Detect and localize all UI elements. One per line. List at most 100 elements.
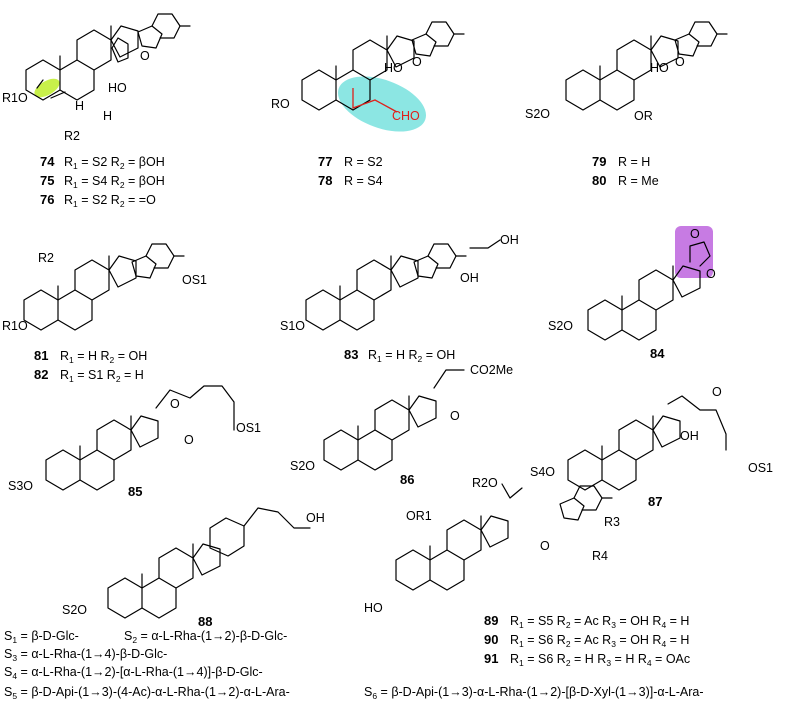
svg-text:S6 = β-D-Api-(1→3)-α-L-Rha-(1→: S6 = β-D-Api-(1→3)-α-L-Rha-(1→2)-[β-D-Xy… [364,685,704,701]
compound-number: 88 [198,614,212,629]
label-o: O [706,267,716,281]
svg-text:R1 = H R2 = OH: R1 = H R2 = OH [368,348,455,364]
compound-number: 76 [40,192,54,207]
compound-number: 89 [484,613,498,628]
svg-text:R1 = S4 R2 = βOH: R1 = S4 R2 = βOH [64,174,165,190]
label-os1: OS1 [182,273,207,287]
label-os1: OS1 [236,421,261,435]
label-r4: R4 [592,549,608,563]
svg-text:S1 = β-D-Glc-: S1 = β-D-Glc- [4,629,79,645]
label-r1o: R1O [2,91,28,105]
r1-value: S6 [538,652,553,666]
compound-number: 81 [34,348,48,363]
label-o: O [712,385,722,399]
sugar-s1: β-D-Glc- [31,629,78,643]
r2-value: βOH [139,155,165,169]
legend-83: 83 R1 = H R2 = OH [344,347,455,364]
svg-text:R = S4: R = S4 [344,174,383,188]
structure-77: RO CHO HO O [271,21,465,132]
r3-value: OH [630,633,649,647]
structure-87: S4O O OH OS1 87 [530,385,773,509]
label-ro: RO [271,97,290,111]
sugar-s3: α-L-Rha-(1→4)-β-D-Glc- [31,647,167,661]
label-oh: OH [460,271,479,285]
label-o: O [170,397,180,411]
svg-text:R = H: R = H [618,155,650,169]
svg-text:S3 = α-L-Rha-(1→4)-β-D-Glc-: S3 = α-L-Rha-(1→4)-β-D-Glc- [4,647,167,663]
label-os1: OS1 [748,461,773,475]
label-s1o: S1O [280,319,305,333]
label-r2o: R2O [472,476,498,490]
structure-84: S2O O O 84 [548,226,716,361]
r1-value: S4 [92,174,107,188]
r2-value: H [585,652,594,666]
r2-value: Ac [584,633,599,647]
label-oh: OH [500,233,519,247]
label-ho: HO [384,61,403,75]
compound-number: 83 [344,347,358,362]
label-oh: OH [306,511,325,525]
sugar-s2: α-L-Rha-(1→2)-β-D-Glc- [151,629,287,643]
highlight-lactone [675,226,713,278]
label-ho: HO [364,601,383,615]
svg-text:R = S2: R = S2 [344,155,383,169]
compound-number: 82 [34,367,48,382]
compound-number: 87 [648,494,662,509]
r1-value: H [88,349,97,363]
label-r2: R2 [38,251,54,265]
r4-value: OAc [666,652,690,666]
svg-text:R1 = S2 R2 = βOH: R1 = S2 R2 = βOH [64,155,165,171]
structure-83: S1O OH OH [280,233,519,333]
r1-value: S2 [92,155,107,169]
sugar-s6: β-D-Api-(1→3)-α-L-Rha-(1→2)-[β-D-Xyl-(1→… [391,685,703,699]
svg-text:R = Me: R = Me [618,174,659,188]
label-o: O [450,409,460,423]
svg-text:S5 = β-D-Api-(1→3)-(4-Ac)-α-L-: S5 = β-D-Api-(1→3)-(4-Ac)-α-L-Rha-(1→2)-… [4,685,290,701]
legend-74-76: 74 R1 = S2 R2 = βOH 75 R1 = S4 R2 = βOH … [40,154,165,209]
structure-89: R2O OR1 HO O R3 R4 [364,476,620,615]
svg-text:R1 = S2 R2 = =O: R1 = S2 R2 = =O [64,193,156,209]
label-r3: R3 [604,515,620,529]
label-ho: HO [650,61,669,75]
compound-number: 85 [128,484,142,499]
label-s2o: S2O [290,459,315,473]
label-o: O [540,539,550,553]
r1-value: S5 [538,614,553,628]
label-o: O [140,49,150,63]
structure-88: S2O OH 88 [62,507,325,629]
label-co2me: CO2Me [470,363,513,377]
legend-81-82: 81 R1 = H R2 = OH 82 R1 = S1 R2 = H [34,348,147,384]
label-o: O [184,433,194,447]
label-s3o: S3O [8,479,33,493]
r1-value: S1 [88,368,103,382]
r2-value: H [135,368,144,382]
label-r2: R2 [64,129,80,143]
r-value: S4 [367,174,382,188]
compound-number: 86 [400,472,414,487]
structure-85: S3O O O OS1 85 [8,385,261,499]
label-s2o: S2O [62,603,87,617]
r1-value: S6 [538,633,553,647]
structure-79: S2O OR HO O [525,21,728,123]
label-r1o: R1O [2,319,28,333]
compound-number: 90 [484,632,498,647]
compound-number: 78 [318,173,332,188]
r2-value: βOH [139,174,165,188]
label-s4o: S4O [530,465,555,479]
r-value: S2 [367,155,382,169]
label-o: O [690,227,700,241]
r2-value: =O [139,193,156,207]
label-or1: OR1 [406,509,432,523]
svg-text:R1 = H R2 = OH: R1 = H R2 = OH [60,349,147,365]
structure-86: S2O CO2Me O 86 [290,363,513,487]
legend-77-78: 77 R = S2 78 R = S4 [318,154,383,188]
r-value: Me [641,174,658,188]
label-oh: OH [680,429,699,443]
label-s2o: S2O [525,107,550,121]
compound-number: 84 [650,346,665,361]
compound-number: 74 [40,154,55,169]
r1-value: H [396,348,405,362]
svg-text:S4 = α-L-Rha-(1→2)-[α-L-Rha-(1: S4 = α-L-Rha-(1→2)-[α-L-Rha-(1→4)]-β-D-G… [4,665,263,681]
r2-value: Ac [584,614,599,628]
r2-value: OH [129,349,148,363]
